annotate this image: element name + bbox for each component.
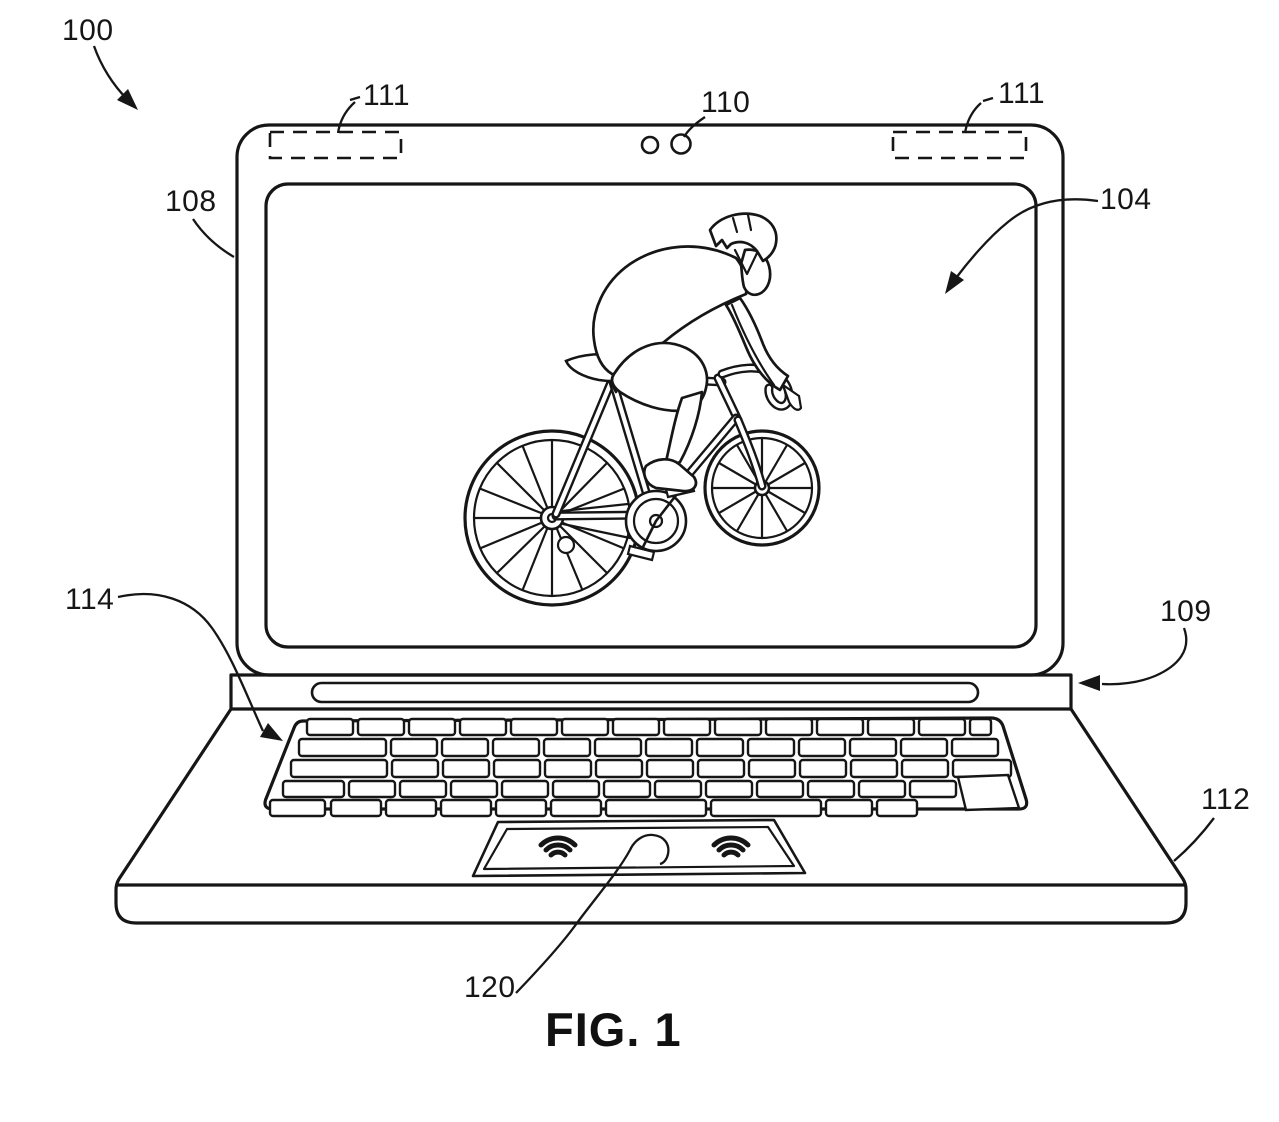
wireless-signal-icon-right	[711, 835, 751, 858]
ref-label-108: 108	[165, 185, 217, 218]
ref-label-120: 120	[464, 971, 516, 1004]
webcam-icon	[640, 133, 692, 155]
ref-label-111-right: 111	[998, 77, 1046, 110]
leader-110	[683, 116, 706, 138]
leader-104	[945, 198, 1099, 294]
leader-120	[515, 833, 670, 994]
laptop-base	[114, 707, 1188, 925]
hinge-band	[229, 673, 1073, 711]
ref-label-100: 100	[62, 14, 114, 47]
ref-label-111-left: 111	[363, 79, 411, 112]
leader-114	[117, 592, 283, 741]
ref-label-112: 112	[1201, 783, 1251, 816]
cyclist	[591, 212, 790, 493]
bike-chain	[560, 502, 632, 540]
leader-111-left	[336, 95, 361, 134]
ref-label-104: 104	[1100, 183, 1152, 216]
screen-cyclist-image	[463, 212, 821, 607]
wireless-signal-icon-left	[538, 835, 578, 858]
figure-caption: FIG. 1	[545, 1003, 682, 1056]
touch-sensor-pad	[471, 818, 807, 878]
ref-label-114: 114	[65, 583, 115, 616]
ref-label-109: 109	[1160, 595, 1212, 628]
leader-108	[192, 218, 235, 258]
leader-112	[1173, 817, 1215, 862]
keyboard-keys	[268, 717, 1021, 818]
chainring-pedals	[624, 481, 696, 562]
antenna-region-right	[891, 130, 1028, 160]
ref-label-110: 110	[701, 86, 751, 119]
keyboard	[263, 716, 1029, 818]
leader-109	[1078, 627, 1188, 691]
antenna-region-left	[268, 130, 403, 160]
leader-100	[92, 45, 138, 110]
leader-111-right	[963, 96, 994, 134]
